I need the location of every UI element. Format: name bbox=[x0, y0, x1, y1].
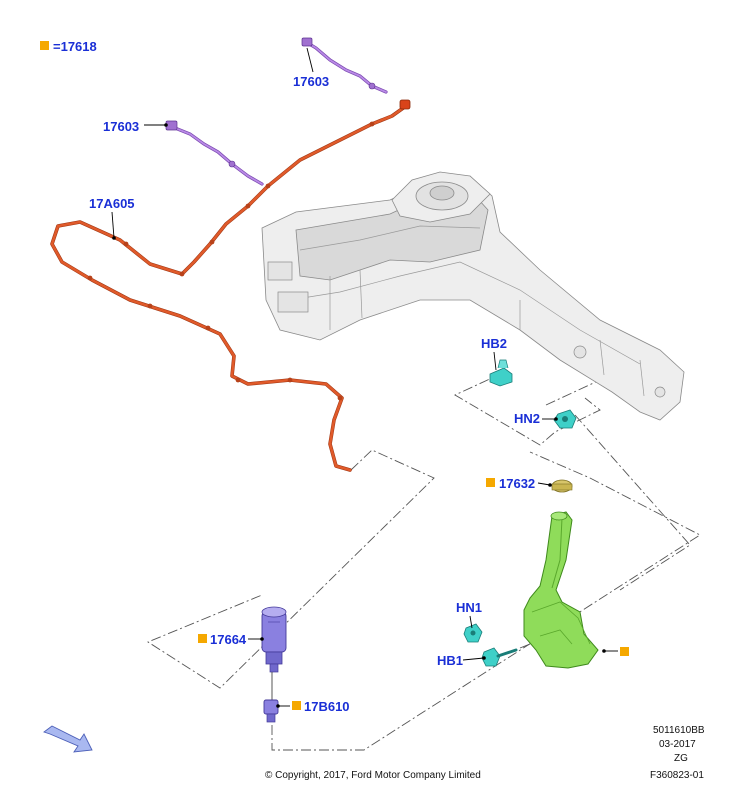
washer-nozzle-top bbox=[301, 37, 388, 94]
drawing-date: 03-2017 bbox=[659, 739, 696, 750]
pump-connector bbox=[263, 672, 279, 723]
bracket-hb2 bbox=[489, 359, 513, 387]
nut-hn1 bbox=[463, 623, 483, 643]
washer-hose bbox=[50, 99, 411, 472]
callout-nozzle-left: 17603 bbox=[103, 119, 168, 134]
callout-connector-label: 17B610 bbox=[304, 699, 350, 714]
vehicle-body-structure bbox=[261, 171, 685, 421]
callout-cap: 17632 bbox=[486, 476, 552, 491]
hose-clip-icons bbox=[87, 121, 375, 401]
pump-marker-icon bbox=[198, 634, 207, 643]
nut-hn2 bbox=[553, 409, 577, 429]
connector-marker-icon bbox=[292, 701, 301, 710]
callout-pump-label: 17664 bbox=[210, 632, 247, 647]
callout-hn2: HN2 bbox=[514, 411, 558, 426]
figure-number: F360823-01 bbox=[650, 770, 704, 781]
callout-nozzle-top: 17603 bbox=[293, 47, 329, 89]
callout-hb2: HB2 bbox=[481, 336, 507, 371]
washer-nozzle-left bbox=[165, 120, 264, 186]
legend: =17618 bbox=[40, 39, 97, 54]
drawing-code: 5011610BB bbox=[653, 725, 705, 736]
callout-hn1-label: HN1 bbox=[456, 600, 482, 615]
drawing-region: ZG bbox=[674, 753, 688, 764]
callout-cap-label: 17632 bbox=[499, 476, 535, 491]
cap-marker-icon bbox=[486, 478, 495, 487]
callout-hb2-label: HB2 bbox=[481, 336, 507, 351]
callout-hose-label: 17A605 bbox=[89, 196, 135, 211]
front-direction-arrow-icon bbox=[43, 725, 93, 753]
callout-hose: 17A605 bbox=[89, 196, 135, 240]
callout-reservoir bbox=[602, 647, 629, 656]
callout-hb1: HB1 bbox=[437, 653, 486, 668]
callout-hn1: HN1 bbox=[456, 600, 482, 629]
legend-marker-icon bbox=[40, 41, 49, 50]
callout-nozzle-left-label: 17603 bbox=[103, 119, 139, 134]
callout-connector: 17B610 bbox=[276, 699, 350, 714]
footer: © Copyright, 2017, Ford Motor Company Li… bbox=[265, 725, 705, 781]
hose-end-cap-icon bbox=[399, 99, 411, 110]
legend-text: =17618 bbox=[53, 39, 97, 54]
copyright-text: © Copyright, 2017, Ford Motor Company Li… bbox=[265, 770, 481, 781]
callout-hn2-label: HN2 bbox=[514, 411, 540, 426]
reservoir-marker-icon bbox=[620, 647, 629, 656]
washer-reservoir bbox=[523, 511, 599, 669]
callout-pump: 17664 bbox=[198, 632, 264, 647]
callout-hb1-label: HB1 bbox=[437, 653, 463, 668]
washer-pump bbox=[261, 606, 287, 673]
assembly-guide-lines bbox=[147, 359, 701, 751]
reservoir-cap bbox=[551, 479, 573, 493]
callout-nozzle-top-label: 17603 bbox=[293, 74, 329, 89]
